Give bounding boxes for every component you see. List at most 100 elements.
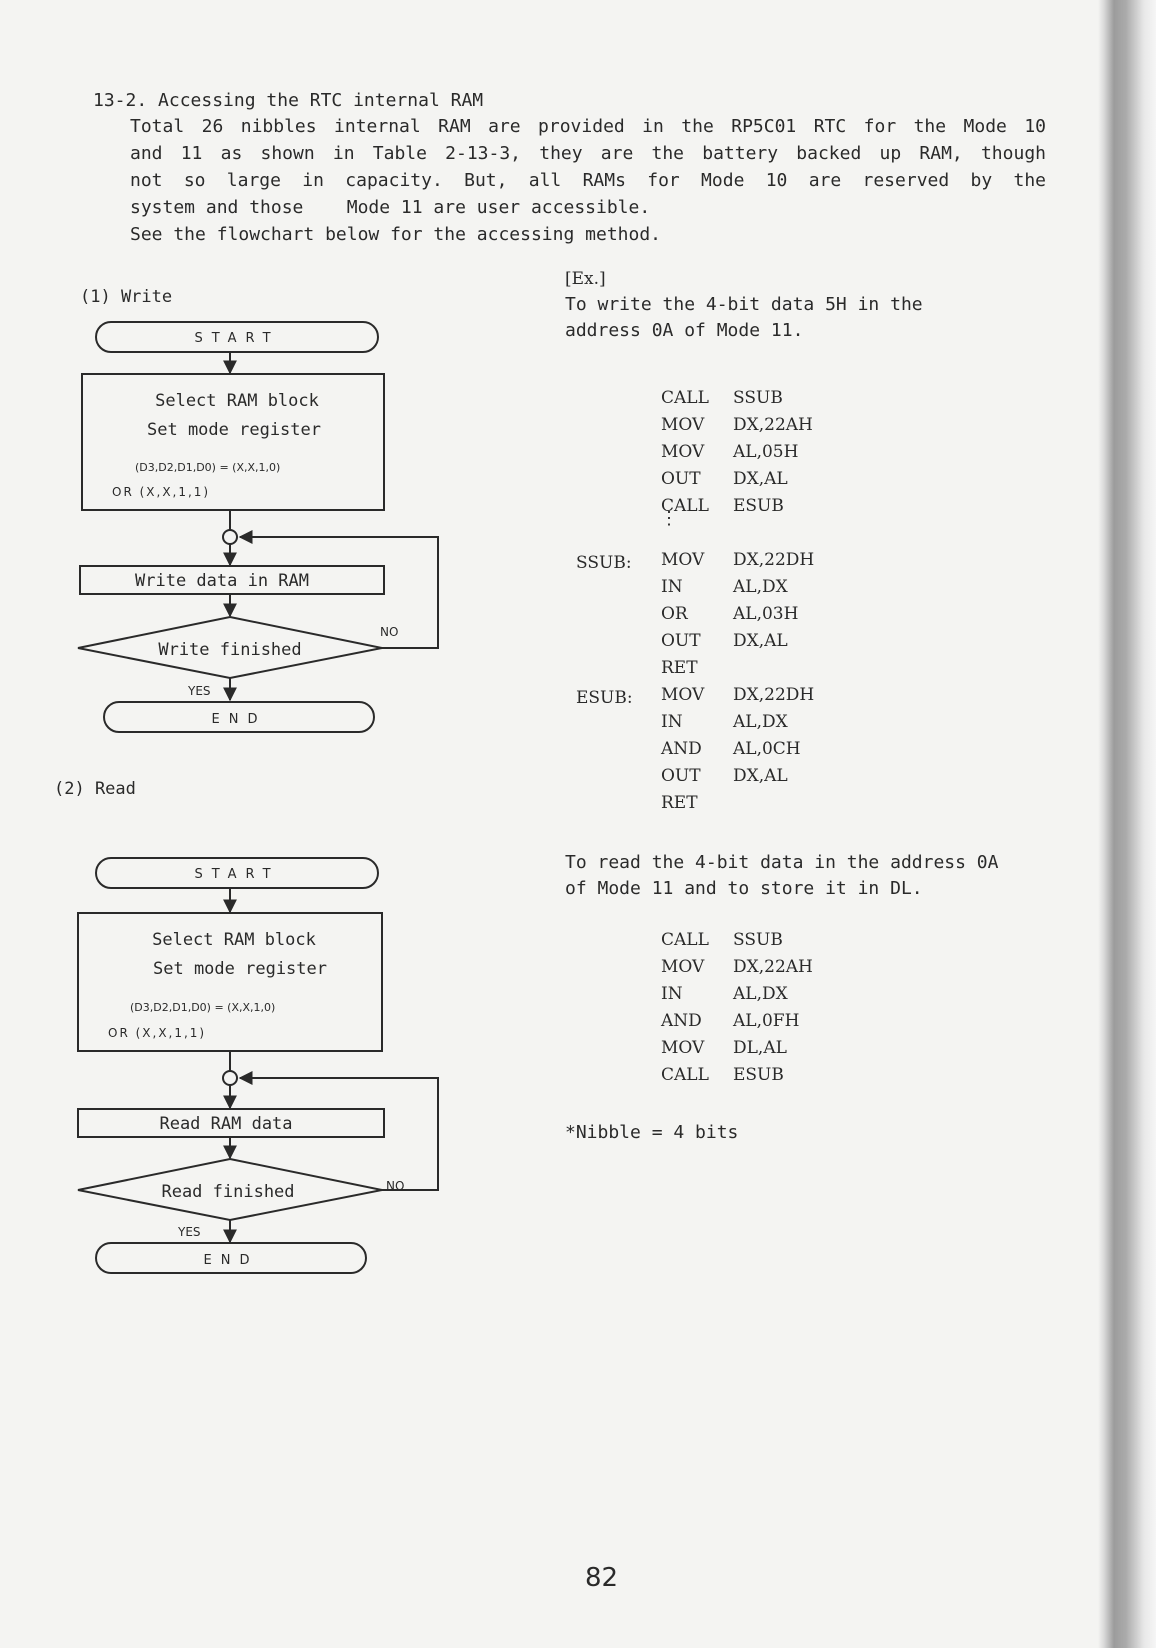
code-operand: AL,05H — [733, 442, 799, 462]
code-opcode: RET — [661, 793, 698, 813]
paragraph-line: not so large in capacity. But, all RAMs … — [130, 170, 1046, 191]
code-operand: DX,AL — [733, 469, 788, 489]
code-line: RET — [661, 793, 901, 820]
ssub-label: SSUB: — [576, 553, 632, 573]
code-line: OUT DX,AL — [661, 631, 901, 658]
code-line: IN AL,DX — [661, 712, 901, 739]
paragraph-line: See the flowchart below for the accessin… — [130, 224, 662, 245]
code-line: MOV AL,05H — [661, 442, 901, 469]
code-line: CALL ESUB — [661, 496, 901, 523]
code-operand: AL,DX — [733, 712, 788, 732]
code-opcode: AND — [661, 739, 702, 759]
code-opcode: CALL — [661, 1065, 709, 1085]
write-process-box — [79, 565, 385, 595]
code-opcode: MOV — [661, 550, 705, 570]
code-operand: SSUB — [733, 388, 783, 408]
section-heading: 13-2. Accessing the RTC internal RAM — [93, 90, 484, 111]
write-description-line1: To write the 4-bit data 5H in the — [565, 294, 923, 315]
code-operand: SSUB — [733, 930, 783, 950]
code-opcode: IN — [661, 712, 683, 732]
code-operand: AL,0CH — [733, 739, 801, 759]
paragraph-line: and 11 as shown in Table 2-13-3, they ar… — [130, 143, 1046, 164]
read-box-line1: Select RAM block — [152, 930, 316, 950]
read-no-label: NO — [386, 1179, 404, 1193]
write-box-line4: OR (X,X,1,1) — [112, 485, 210, 499]
code-opcode: OUT — [661, 631, 701, 651]
code-opcode: MOV — [661, 1038, 705, 1058]
code-operand: DX,22DH — [733, 685, 815, 705]
intro-paragraph: Total 26 nibbles internal RAM are provid… — [130, 113, 1046, 248]
write-flowchart: START Select RAM block Set mode register… — [77, 321, 439, 733]
paragraph-line: system and those Mode 11 are user access… — [130, 197, 651, 218]
write-box-line2: Set mode register — [147, 420, 321, 440]
code-operand: DX,AL — [733, 631, 788, 651]
write-process-text: Write data in RAM — [135, 571, 309, 591]
read-description-line1: To read the 4-bit data in the address 0A — [565, 852, 999, 873]
write-box-line3: (D3,D2,D1,D0) = (X,X,1,0) — [135, 461, 280, 474]
page-number: 82 — [585, 1563, 619, 1593]
write-description-line2: address 0A of Mode 11. — [565, 320, 804, 341]
read-decision-text: Read finished — [161, 1182, 294, 1202]
code-opcode: MOV — [661, 957, 705, 977]
code-opcode: RET — [661, 658, 698, 678]
code-operand: DX,22AH — [733, 957, 813, 977]
code-opcode: AND — [661, 1011, 702, 1031]
code-operand: AL,0FH — [733, 1011, 800, 1031]
write-box-line1: Select RAM block — [155, 391, 319, 411]
read-box-line3: (D3,D2,D1,D0) = (X,X,1,0) — [130, 1001, 275, 1014]
code-opcode: IN — [661, 577, 683, 597]
code-line: CALL ESUB — [661, 1065, 901, 1092]
code-operand: ESUB — [733, 1065, 784, 1085]
read-start-terminal — [95, 857, 379, 889]
code-opcode: OR — [661, 604, 688, 624]
write-start-terminal — [95, 321, 379, 353]
code-line: MOV DX,22DH — [661, 685, 901, 712]
read-flowchart: START Select RAM block Set mode register… — [77, 857, 439, 1274]
write-end-terminal — [103, 701, 375, 733]
write-decision-text: Write finished — [158, 640, 301, 660]
code-opcode: MOV — [661, 685, 705, 705]
read-end-text: END — [204, 1253, 259, 1268]
code-opcode: MOV — [661, 415, 705, 435]
code-opcode: OUT — [661, 766, 701, 786]
code-operand: DX,22DH — [733, 550, 815, 570]
read-end-terminal — [95, 1242, 367, 1274]
read-process-text: Read RAM data — [159, 1114, 292, 1134]
code-line: RET — [661, 658, 901, 685]
code-operand: ESUB — [733, 496, 784, 516]
read-junction — [222, 1070, 238, 1086]
code-line: IN AL,DX — [661, 577, 901, 604]
example-tag: [Ex.] — [565, 269, 606, 289]
code-line: CALL SSUB — [661, 930, 901, 957]
code-line: MOV DX,22AH — [661, 957, 901, 984]
code-opcode: MOV — [661, 442, 705, 462]
write-flow-label: (1) Write — [80, 287, 173, 307]
paragraph-line: Total 26 nibbles internal RAM are provid… — [130, 116, 1046, 137]
book-spine-shadow — [1098, 0, 1156, 1648]
read-description-line2: of Mode 11 and to store it in DL. — [565, 878, 923, 899]
write-start-text: START — [194, 331, 279, 346]
write-no-label: NO — [380, 625, 398, 639]
code-opcode: CALL — [661, 930, 709, 950]
code-opcode: CALL — [661, 496, 709, 516]
code-line: AND AL,0CH — [661, 739, 901, 766]
read-start-text: START — [194, 867, 279, 882]
write-setup-box — [81, 373, 385, 511]
code-opcode: IN — [661, 984, 683, 1004]
code-opcode: OUT — [661, 469, 701, 489]
code-operand: AL,DX — [733, 577, 788, 597]
code-line: OUT DX,AL — [661, 469, 901, 496]
read-yes-label: YES — [177, 1225, 201, 1239]
write-junction — [222, 529, 238, 545]
code-line: AND AL,0FH — [661, 1011, 901, 1038]
read-flow-label: (2) Read — [54, 779, 136, 799]
code-ellipsis: ⋮ — [660, 508, 678, 529]
code-line: MOV DX,22DH — [661, 550, 901, 577]
nibble-note: *Nibble = 4 bits — [565, 1122, 739, 1143]
